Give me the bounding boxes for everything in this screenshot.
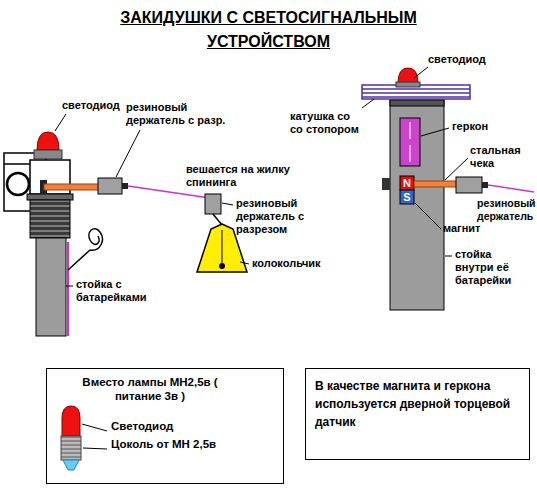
note-box: Вместо лампы МН2,5в ( питание 3в ) Светод… <box>46 368 284 484</box>
part-label: резиновый держатель с разр. <box>126 101 236 127</box>
left-rig <box>4 132 210 336</box>
part-label: магнит <box>443 222 503 235</box>
part-label: резиновый держатель с разрезом <box>236 197 316 236</box>
box-text: В качестве магнита и геркона используетс… <box>315 377 520 431</box>
note-box: В качестве магнита и геркона используетс… <box>305 368 530 460</box>
part-label: катушка со со стопором <box>290 110 364 136</box>
part-label: резиновый держатель <box>477 197 535 223</box>
right-rig <box>362 68 534 310</box>
part-label: стойка внутри её батарейки <box>455 248 531 287</box>
pole-mark: N <box>400 176 414 190</box>
led-bulb-icon <box>61 406 81 470</box>
box-text: Светодиод <box>111 419 261 433</box>
diagram-title: ЗАКИДУШКИ С СВЕТОСИГНАЛЬНЫМ УСТРОЙСТВОМ <box>95 6 442 54</box>
part-label: светодиод <box>428 53 498 66</box>
box-text: Цоколь от МН 2,5в <box>111 437 261 451</box>
box-text: Вместо лампы МН2,5в ( питание 3в ) <box>80 375 220 403</box>
note-label: вешается на жилку спининга <box>186 163 306 189</box>
part-label: геркон <box>452 120 512 133</box>
part-label: стойка с батарейками <box>76 278 162 304</box>
part-label: стальная чека <box>470 144 534 170</box>
part-label: колокольчик <box>252 257 342 270</box>
part-label: светодиод <box>62 99 132 112</box>
pole-mark: S <box>400 190 414 204</box>
